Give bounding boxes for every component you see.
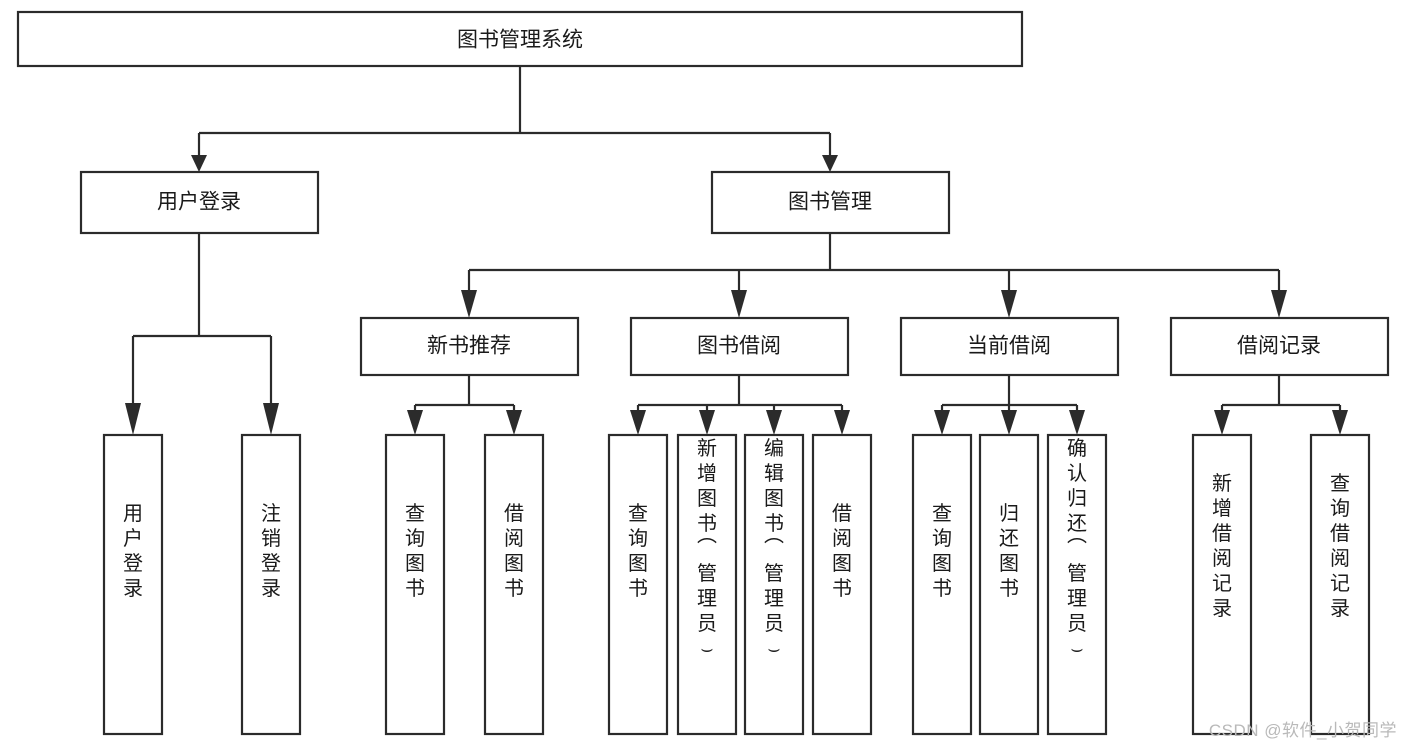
- node-leaf-borrowrecord-query-label: 查询借阅记录: [1330, 472, 1350, 620]
- connector-group-book-borrow: [630, 375, 850, 435]
- node-leaf-currentborrow-return[interactable]: 归还图书: [978, 433, 1040, 736]
- node-leaf-borrowrecord-add-box: [1191, 433, 1253, 736]
- connector-group-book-management: [461, 233, 1287, 318]
- node-root-system-box: [16, 10, 1024, 68]
- arrow-head-bookborrow-3: [766, 410, 782, 435]
- node-leaf-bookborrow-borrow-label: 借阅图书: [832, 502, 852, 600]
- node-borrow-record-box: [1169, 316, 1390, 377]
- node-leaf-currentborrow-return-box: [978, 433, 1040, 736]
- node-leaf-bookborrow-query-label: 查询图书: [628, 502, 648, 600]
- node-leaf-bookborrow-edit[interactable]: 编辑图书⌒管理员⌣: [743, 433, 805, 736]
- arrow-head-borrowrecord-1: [1214, 410, 1230, 435]
- node-leaf-user-login-login-label: 用户登录: [123, 503, 143, 600]
- node-leaf-newbook-query[interactable]: 查询图书: [384, 433, 446, 736]
- arrow-head-currentborrow-3: [1069, 410, 1085, 435]
- node-leaf-bookborrow-add-box: [676, 433, 738, 736]
- connector-group-borrow-record: [1214, 375, 1348, 435]
- arrow-head-newbook-2: [506, 410, 522, 435]
- node-borrow-record[interactable]: 借阅记录: [1169, 316, 1390, 377]
- arrow-head-bookmgmt-2: [731, 290, 747, 318]
- node-leaf-newbook-query-label: 查询图书: [405, 502, 425, 600]
- arrow-head-bookmgmt-1: [461, 290, 477, 318]
- arrow-head-bookborrow-1: [630, 410, 646, 435]
- node-book-management[interactable]: 图书管理: [710, 170, 951, 235]
- arrow-head-userlogin-2: [263, 403, 279, 435]
- connector-group-current-borrow: [934, 375, 1085, 435]
- node-leaf-user-login-login[interactable]: 用户登录: [102, 433, 164, 736]
- node-leaf-bookborrow-add-label: 新增图书⌒管理员⌣: [697, 437, 717, 660]
- node-book-management-box: [710, 170, 951, 235]
- node-leaf-bookborrow-query-box: [607, 433, 669, 736]
- node-leaf-user-login-login-box: [102, 433, 164, 736]
- node-current-borrow[interactable]: 当前借阅: [899, 316, 1120, 377]
- node-current-borrow-label: 当前借阅: [967, 335, 1051, 358]
- connector-group-root: [191, 66, 838, 172]
- arrow-head-root-1: [191, 155, 207, 172]
- node-current-borrow-box: [899, 316, 1120, 377]
- node-leaf-newbook-borrow-label: 借阅图书: [504, 502, 524, 600]
- node-leaf-user-login-logout-box: [240, 433, 302, 736]
- arrow-head-root-2: [822, 155, 838, 172]
- node-leaf-currentborrow-confirm-label: 确认归还⌒管理员⌣: [1067, 437, 1087, 660]
- node-new-book-recommend-box: [359, 316, 580, 377]
- node-user-login-box: [79, 170, 320, 235]
- node-book-borrow-box: [629, 316, 850, 377]
- arrow-head-bookborrow-4: [834, 410, 850, 435]
- node-book-borrow[interactable]: 图书借阅: [629, 316, 850, 377]
- node-leaf-user-login-logout[interactable]: 注销登录: [240, 433, 302, 736]
- arrow-head-bookmgmt-4: [1271, 290, 1287, 318]
- node-leaf-currentborrow-query-label: 查询图书: [932, 502, 952, 600]
- node-root-system[interactable]: 图书管理系统: [16, 10, 1024, 68]
- node-book-management-label: 图书管理: [788, 191, 872, 214]
- node-leaf-borrowrecord-query-box: [1309, 433, 1371, 736]
- arrow-head-userlogin-1: [125, 403, 141, 435]
- arrow-head-currentborrow-2: [1001, 410, 1017, 435]
- node-leaf-currentborrow-confirm-box: [1046, 433, 1108, 736]
- node-root-system-label: 图书管理系统: [457, 29, 583, 52]
- node-leaf-newbook-borrow[interactable]: 借阅图书: [483, 433, 545, 736]
- node-user-login[interactable]: 用户登录: [79, 170, 320, 235]
- node-leaf-currentborrow-confirm[interactable]: 确认归还⌒管理员⌣: [1046, 433, 1108, 736]
- node-book-borrow-label: 图书借阅: [697, 335, 781, 358]
- node-leaf-borrowrecord-query[interactable]: 查询借阅记录: [1309, 433, 1371, 736]
- node-leaf-borrowrecord-add[interactable]: 新增借阅记录: [1191, 433, 1253, 736]
- node-leaf-currentborrow-query[interactable]: 查询图书: [911, 433, 973, 736]
- arrow-head-currentborrow-1: [934, 410, 950, 435]
- connector-group-new-book: [407, 375, 522, 435]
- node-borrow-record-label: 借阅记录: [1237, 335, 1321, 358]
- node-leaf-currentborrow-return-label: 归还图书: [999, 502, 1019, 600]
- arrow-head-bookmgmt-3: [1001, 290, 1017, 318]
- node-user-login-label: 用户登录: [157, 191, 241, 214]
- node-leaf-bookborrow-query[interactable]: 查询图书: [607, 433, 669, 736]
- node-leaf-bookborrow-borrow[interactable]: 借阅图书: [811, 433, 873, 736]
- node-leaf-bookborrow-borrow-box: [811, 433, 873, 736]
- node-leaf-newbook-query-box: [384, 433, 446, 736]
- node-leaf-currentborrow-query-box: [911, 433, 973, 736]
- node-leaf-newbook-borrow-box: [483, 433, 545, 736]
- node-leaf-bookborrow-add[interactable]: 新增图书⌒管理员⌣: [676, 433, 738, 736]
- node-leaf-borrowrecord-add-label: 新增借阅记录: [1212, 472, 1232, 620]
- connector-group-user-login: [125, 233, 279, 435]
- node-new-book-recommend-label: 新书推荐: [427, 335, 511, 358]
- node-leaf-user-login-logout-label: 注销登录: [261, 502, 281, 600]
- node-leaf-bookborrow-edit-label: 编辑图书⌒管理员⌣: [764, 437, 784, 660]
- arrow-head-borrowrecord-2: [1332, 410, 1348, 435]
- node-new-book-recommend[interactable]: 新书推荐: [359, 316, 580, 377]
- arrow-head-newbook-1: [407, 410, 423, 435]
- arrow-head-bookborrow-2: [699, 410, 715, 435]
- node-leaf-bookborrow-edit-box: [743, 433, 805, 736]
